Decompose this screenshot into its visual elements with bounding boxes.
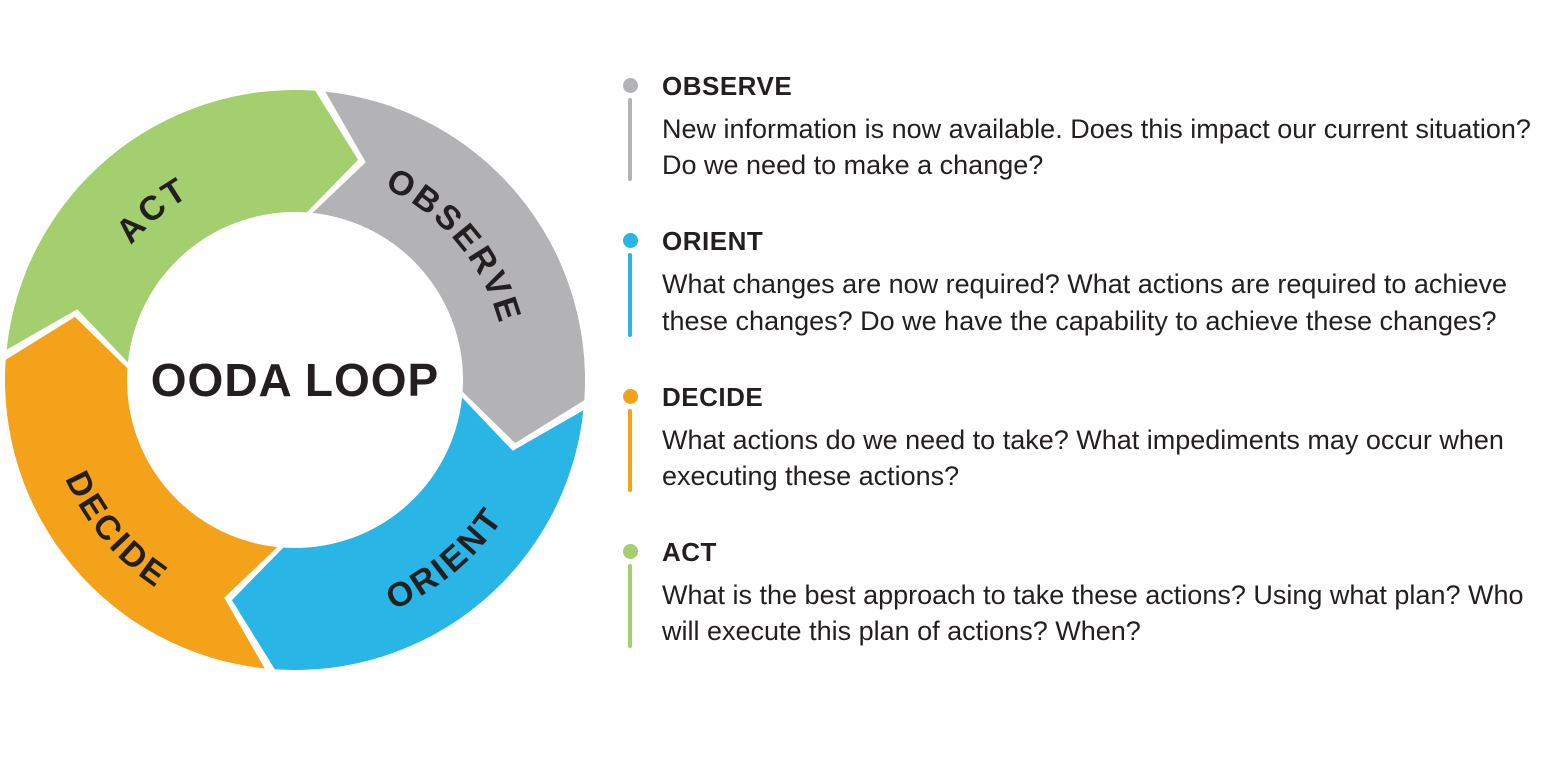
orient-line bbox=[628, 253, 632, 337]
legend-marker bbox=[622, 72, 638, 183]
observe-dot-icon bbox=[622, 78, 638, 93]
observe-line bbox=[628, 98, 632, 182]
ring-segment-observe bbox=[312, 91, 586, 444]
legend-item-observe: OBSERVE New information is now available… bbox=[622, 72, 1547, 183]
legend-item-description: New information is now available. Does t… bbox=[662, 113, 1531, 181]
legend-marker bbox=[622, 538, 638, 649]
legend-item-orient: ORIENT What changes are now required? Wh… bbox=[622, 227, 1547, 338]
legend-item-title: OBSERVE bbox=[662, 71, 793, 101]
legend-marker bbox=[622, 227, 638, 338]
ring-segment-decide bbox=[4, 316, 278, 669]
ooda-diagram: OBSERVE ACT ORIENT DECIDE OODA LOOP bbox=[0, 0, 600, 757]
legend-text: DECIDE What actions do we need to take? … bbox=[662, 383, 1547, 494]
legend-item-act: ACT What is the best approach to take th… bbox=[622, 538, 1547, 649]
legend-item-description: What actions do we need to take? What im… bbox=[662, 424, 1504, 491]
center-label: OODA LOOP bbox=[151, 354, 439, 406]
ring-segment-act bbox=[6, 89, 359, 363]
decide-line bbox=[628, 408, 632, 493]
ooda-diagram-svg: OBSERVE ACT ORIENT DECIDE OODA LOOP bbox=[4, 89, 586, 671]
legend-marker bbox=[622, 383, 638, 494]
orient-dot-icon bbox=[622, 233, 638, 249]
legend-text: OBSERVE New information is now available… bbox=[662, 72, 1547, 183]
legend-text: ACT What is the best approach to take th… bbox=[662, 538, 1547, 649]
legend-item-title: DECIDE bbox=[662, 381, 764, 412]
legend-item-decide: DECIDE What actions do we need to take? … bbox=[622, 383, 1547, 494]
legend-text: ORIENT What changes are now required? Wh… bbox=[662, 227, 1547, 338]
legend-item-description: What changes are now required? What acti… bbox=[662, 269, 1507, 336]
legend-item-description: What is the best approach to take these … bbox=[662, 580, 1524, 647]
legend-item-title: ORIENT bbox=[662, 226, 764, 257]
decide-dot-icon bbox=[622, 388, 638, 404]
legend-item-title: ACT bbox=[662, 537, 717, 568]
legend: OBSERVE New information is now available… bbox=[622, 72, 1547, 694]
act-line bbox=[628, 564, 632, 648]
ring-segment-orient bbox=[231, 397, 584, 671]
act-dot-icon bbox=[622, 544, 638, 560]
